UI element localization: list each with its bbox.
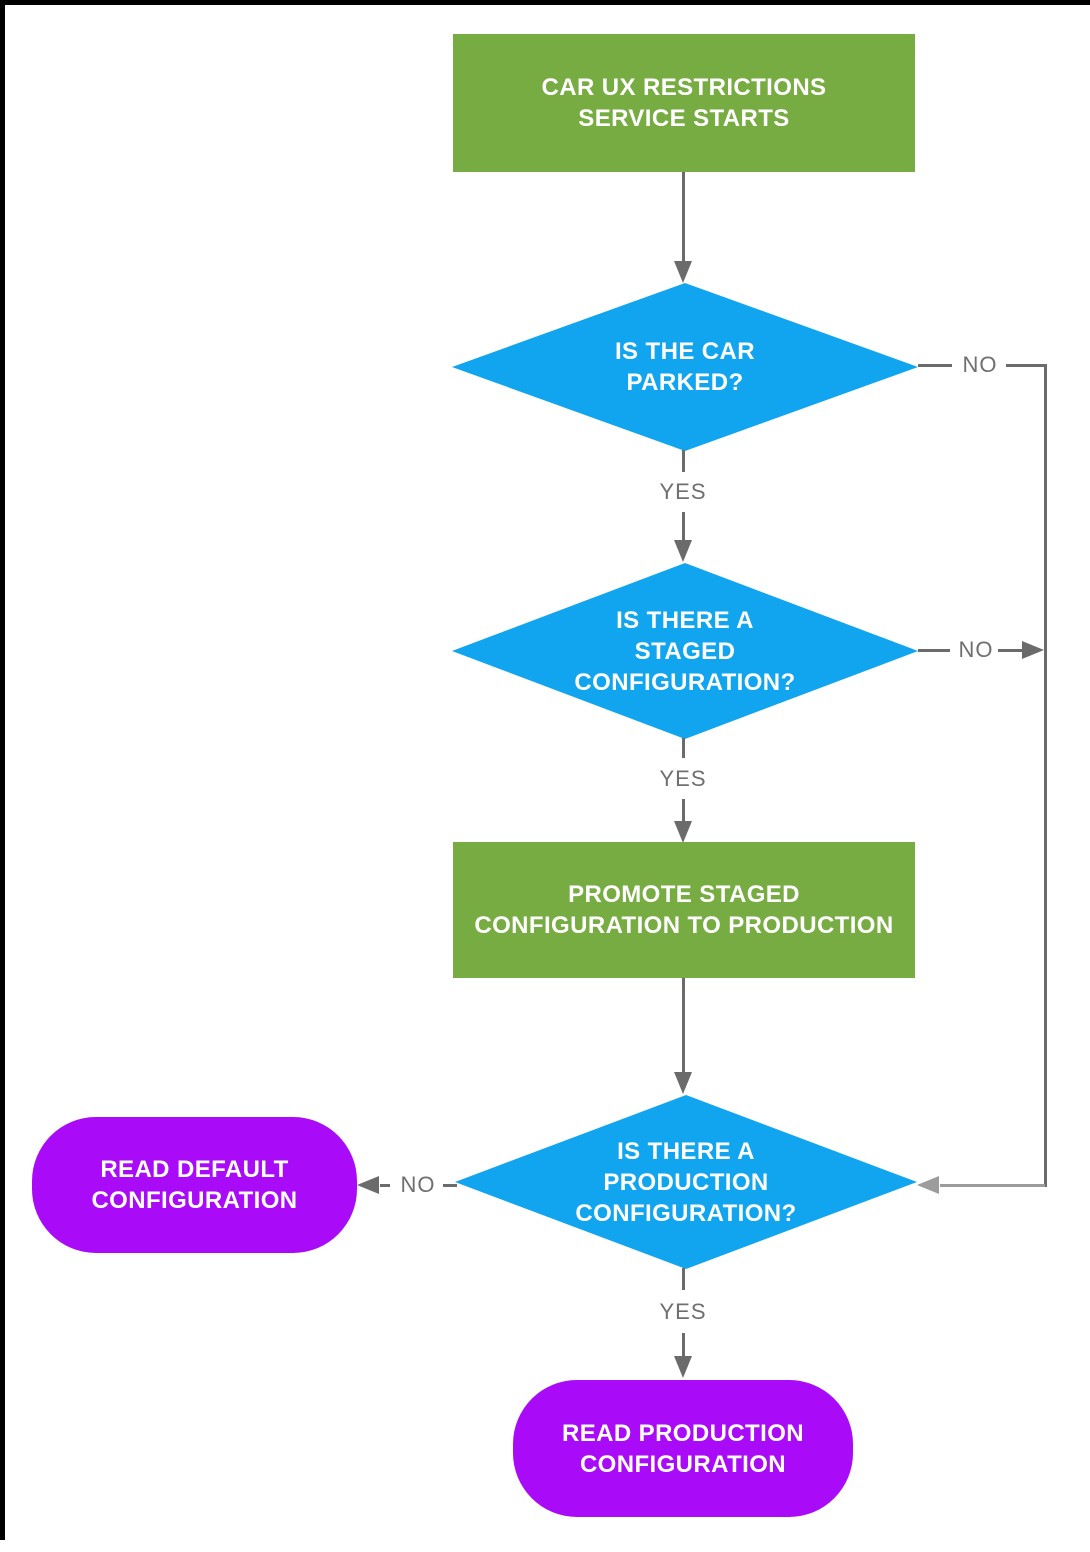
arrowhead-down-icon [674, 1072, 692, 1094]
arrowhead-down-icon [674, 261, 692, 283]
node-text-line: IS THERE A [616, 606, 754, 634]
node-promote-staged-configuration: PROMOTE STAGED CONFIGURATION TO PRODUCTI… [453, 842, 915, 978]
arrowhead-down-icon [674, 540, 692, 562]
node-text-line: CONFIGURATION? [574, 668, 796, 696]
edge-label-production-no: NO [400, 1172, 436, 1197]
node-text-line: CAR UX RESTRICTIONS [541, 74, 827, 101]
connector-rail-to-production-check [940, 1184, 1045, 1187]
frame-left-edge [0, 0, 5, 1540]
arrowhead-down-icon [674, 1356, 692, 1378]
node-text-line: READ PRODUCTION [561, 1419, 804, 1447]
edge-label-staged-yes: YES [659, 766, 707, 791]
node-text-line: PROMOTE STAGED [568, 881, 800, 908]
node-text-line: CONFIGURATION TO PRODUCTION [474, 912, 894, 939]
node-text-line: PRODUCTION [603, 1168, 769, 1196]
connector-parked-yes [682, 512, 685, 540]
connector-promote-to-production-check [682, 978, 685, 1072]
edge-label-parked-no: NO [962, 352, 998, 377]
connector-parked-no-a [918, 364, 952, 367]
node-text-line: STAGED [634, 637, 736, 665]
connector-production-yes-stub [682, 1268, 685, 1290]
node-read-production-configuration: READ PRODUCTION CONFIGURATION [513, 1380, 853, 1517]
node-read-default-configuration: READ DEFAULT CONFIGURATION [32, 1117, 357, 1253]
arrowhead-right-icon [1022, 641, 1044, 659]
connector-staged-yes-stub [682, 738, 685, 758]
connector-production-yes [682, 1333, 685, 1356]
connector-production-no-stub [443, 1184, 457, 1187]
node-text-line: CONFIGURATION [91, 1187, 298, 1214]
connector-parked-no-b [1006, 364, 1047, 367]
arrowhead-left-icon [917, 1176, 939, 1194]
node-text-line: READ DEFAULT [100, 1156, 289, 1183]
node-text-line: PARKED? [626, 369, 744, 396]
connector-staged-no-b [998, 649, 1022, 652]
edge-label-production-yes: YES [659, 1299, 707, 1324]
node-text-line: CONFIGURATION [579, 1450, 787, 1478]
node-text-line: IS THERE A [617, 1137, 755, 1165]
node-text-line: IS THE CAR [614, 338, 755, 365]
connector-start-to-parked [682, 172, 685, 261]
edge-label-staged-no: NO [958, 637, 994, 662]
arrowhead-down-icon [674, 821, 692, 843]
frame-top-edge [0, 0, 1090, 5]
connector-production-no [380, 1184, 390, 1187]
connector-parked-yes-stub [682, 450, 685, 472]
node-text-line: SERVICE STARTS [578, 105, 790, 132]
edge-label-parked-yes: YES [659, 479, 707, 504]
connector-staged-yes [682, 799, 685, 821]
connector-staged-no-a [918, 649, 950, 652]
connector-no-rail [1044, 364, 1047, 1187]
node-service-starts: CAR UX RESTRICTIONS SERVICE STARTS [453, 34, 915, 172]
node-is-car-parked: IS THE CAR PARKED? [452, 283, 918, 451]
arrowhead-left-icon [357, 1176, 379, 1194]
node-text-line: CONFIGURATION? [575, 1199, 797, 1227]
node-is-there-staged-configuration: IS THERE A STAGED CONFIGURATION? [452, 563, 918, 739]
node-is-there-production-configuration: IS THERE A PRODUCTION CONFIGURATION? [455, 1095, 917, 1269]
